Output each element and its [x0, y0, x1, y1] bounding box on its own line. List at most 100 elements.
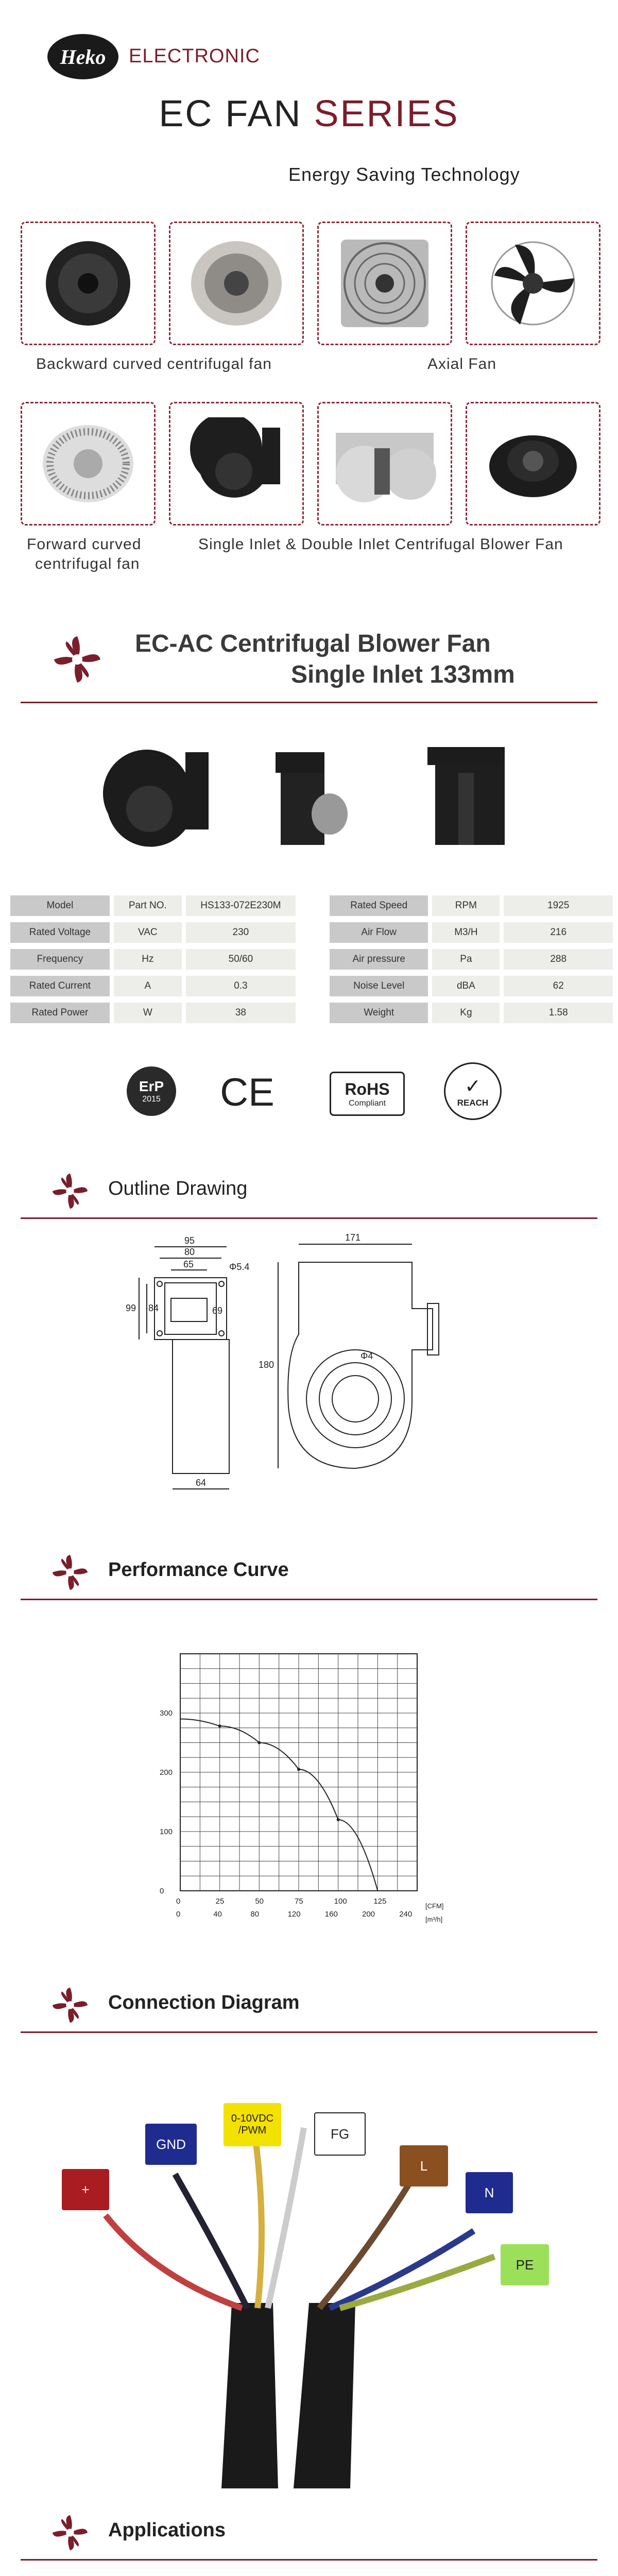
x-tick-label: 50 [255, 1897, 264, 1906]
y-tick-label: 0 [160, 1887, 164, 1895]
reach-label: REACH [457, 1097, 489, 1108]
x2-tick-label: 160 [325, 1910, 338, 1919]
x-tick-label: 125 [373, 1897, 386, 1906]
spec-label: Rated Current [10, 976, 110, 996]
fan-logo-icon [52, 1173, 88, 1209]
dim-99: 99 [126, 1303, 136, 1313]
spec-label: Weight [330, 1003, 428, 1023]
rohs-sub: Compliant [348, 1098, 386, 1108]
section-divider [21, 2031, 597, 2033]
title-part1: EC FAN [159, 93, 302, 134]
fan-logo-icon [52, 1987, 88, 2023]
dim-95: 95 [184, 1235, 195, 1246]
spec-value: 1925 [504, 895, 613, 916]
rohs-icon: RoHS Compliant [330, 1072, 405, 1116]
spec-unit: W [113, 1003, 182, 1023]
spec-label: Noise Level [330, 976, 428, 996]
spec-value: 216 [504, 922, 613, 943]
blower-front-image [93, 742, 216, 858]
axial-fan-blade-image [466, 222, 600, 345]
x2-tick-label: 240 [399, 1910, 412, 1919]
backward-fan-image [21, 222, 156, 345]
fan-logo-icon [52, 1554, 88, 1590]
page-subtitle: Energy Saving Technology [288, 164, 520, 185]
caption-axial: Axial Fan [427, 355, 497, 372]
dim-64: 64 [196, 1478, 206, 1488]
section-divider [21, 2559, 597, 2561]
dim-171: 171 [345, 1232, 360, 1243]
wire-label-fg: FG [314, 2112, 366, 2156]
wire-label-gnd: GND [145, 2124, 197, 2165]
spec-unit: Kg [432, 1003, 500, 1023]
spec-label: Frequency [10, 949, 110, 970]
ce-icon: CE [220, 1070, 274, 1114]
dim-phi4: Φ4 [360, 1351, 373, 1361]
data-point [258, 1741, 261, 1744]
x2-unit: [m³/h] [425, 1916, 442, 1923]
spec-unit: Part NO. [113, 895, 182, 916]
product-title-line1: EC-AC Centrifugal Blower Fan [135, 630, 491, 657]
erp-icon: ErP 2015 [127, 1066, 176, 1116]
caption-backward: Backward curved centrifugal fan [36, 355, 272, 372]
spec-value: 38 [185, 1003, 296, 1023]
x2-tick-label: 200 [362, 1910, 375, 1919]
y-tick-label: 100 [160, 1827, 173, 1836]
section-outline: Outline Drawing [21, 1162, 597, 1219]
spec-unit: dBA [432, 976, 500, 996]
x-tick-label: 25 [216, 1897, 225, 1906]
spec-unit: Pa [432, 949, 500, 970]
section-title: Applications [108, 2519, 226, 2541]
section-connection: Connection Diagram [21, 1976, 597, 2033]
fan-logo-icon [52, 2515, 88, 2551]
wire-label-ctrl: 0-10VDC /PWM [224, 2103, 281, 2146]
caption-forward-1: Forward curved [27, 536, 142, 553]
spec-label: Model [10, 895, 110, 916]
divider [21, 702, 597, 703]
brand-logo: Heko [47, 34, 118, 79]
section-applications: Applications [21, 2504, 597, 2561]
section-title: Connection Diagram [108, 1992, 300, 2013]
section-performance: Performance Curve [21, 1544, 597, 1600]
single-inlet-blower-image [169, 402, 304, 526]
wire-label-l: L [400, 2145, 448, 2187]
spec-value: HS133-072E230M [185, 895, 296, 916]
data-point [297, 1768, 300, 1771]
backward-fan-steel-image [169, 222, 304, 345]
dim-65: 65 [183, 1259, 194, 1269]
spec-value: 50/60 [185, 949, 296, 970]
dim-phi54: Φ5.4 [229, 1262, 249, 1272]
spec-value: 1.58 [504, 1003, 613, 1023]
product-title-line2: Single Inlet 133mm [291, 661, 515, 688]
section-divider [21, 1217, 597, 1219]
dim-180: 180 [259, 1360, 274, 1370]
outline-drawing: 95 80 65 Φ5.4 99 84 69 64 171 180 Φ4 [126, 1232, 439, 1489]
x2-tick-label: 40 [213, 1910, 222, 1919]
section-title: Outline Drawing [108, 1178, 248, 1199]
data-point [218, 1724, 221, 1728]
spec-label: Rated Power [10, 1003, 110, 1023]
title-part2: SERIES [314, 93, 459, 134]
y-tick-label: 300 [160, 1709, 173, 1718]
spec-label: Rated Speed [330, 895, 428, 916]
double-inlet-blower-image [317, 402, 452, 526]
spec-value: 288 [504, 949, 613, 970]
dim-80: 80 [184, 1247, 195, 1257]
erp-label: ErP [139, 1078, 164, 1094]
spec-unit: VAC [113, 922, 182, 943]
blower-side-image [268, 742, 360, 858]
spec-label: Rated Voltage [10, 922, 110, 943]
spec-unit: M3/H [432, 922, 500, 943]
section-divider [21, 1599, 597, 1600]
axial-fan-grill-image [317, 222, 452, 345]
spec-label: Air pressure [330, 949, 428, 970]
black-blower-image [466, 402, 600, 526]
x-tick-label: 0 [176, 1897, 180, 1906]
